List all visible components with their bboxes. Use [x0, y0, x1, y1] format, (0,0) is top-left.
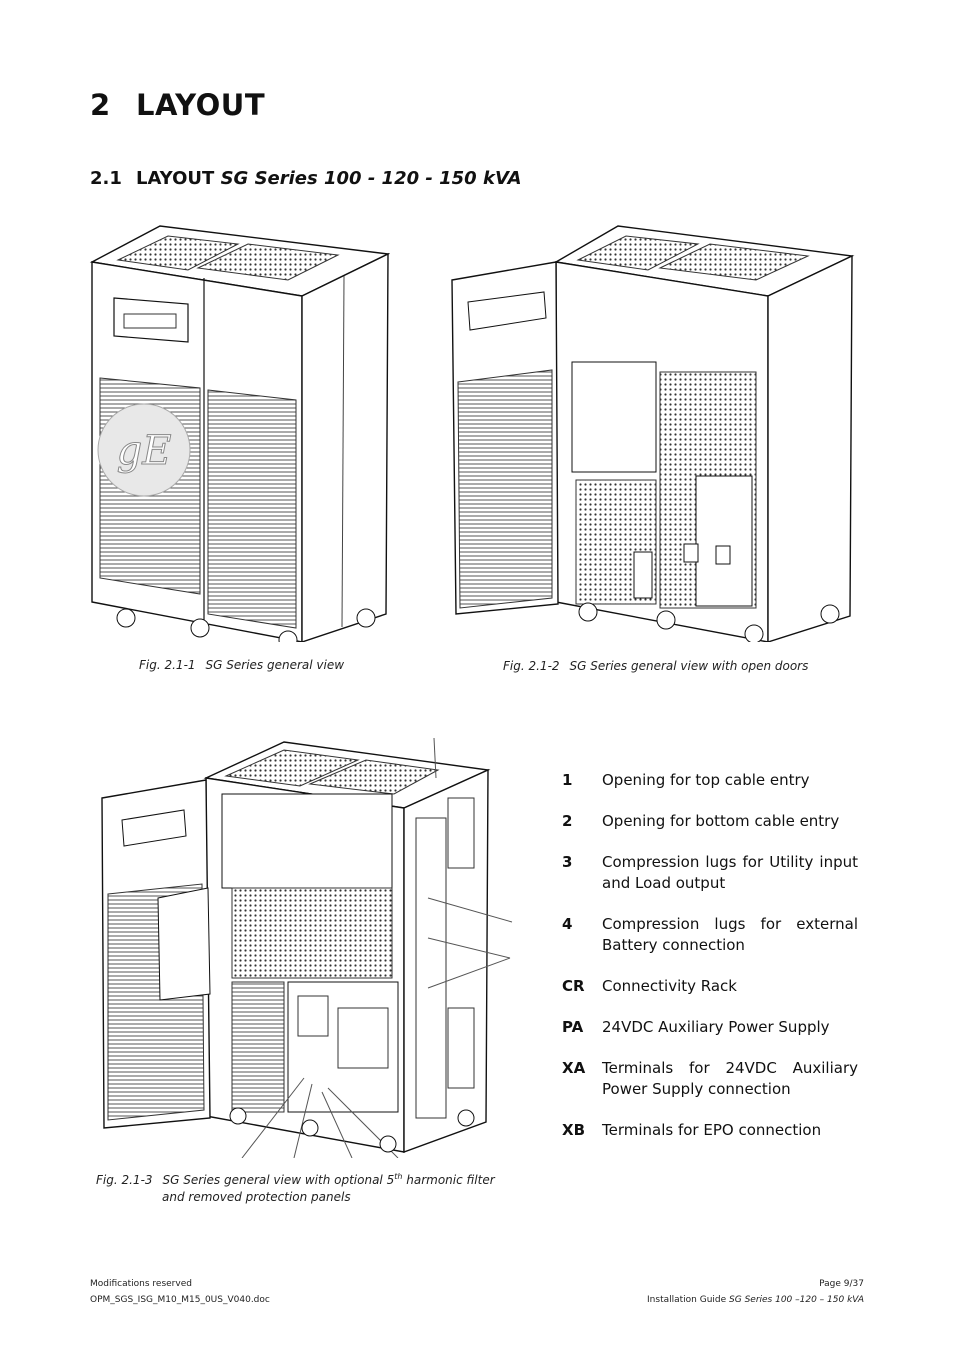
subsection-title: LAYOUT — [136, 168, 215, 189]
figure-caption-text: SG Series general view — [205, 658, 345, 672]
figure-caption-3: Fig. 2.1-3 SG Series general view with op… — [96, 1168, 495, 1206]
legend-text: Compression lugs for Utility input and L… — [602, 853, 858, 892]
legend-text: Compression lugs for external Battery co… — [602, 915, 858, 954]
figure-label: Fig. 2.1-1 — [139, 658, 196, 672]
legend-text: Terminals for EPO connection — [602, 1121, 822, 1139]
footer-left: Modifications reserved OPM_SGS_ISG_M10_M… — [90, 1276, 270, 1308]
legend-key: 3 — [562, 853, 573, 871]
footer-modifications: Modifications reserved — [90, 1279, 192, 1289]
figure-caption-sup: th — [394, 1172, 403, 1181]
legend-key: 2 — [562, 812, 573, 830]
footer-guide-title: Installation Guide SG Series 100 –120 – … — [647, 1292, 864, 1308]
legend-key: XA — [562, 1059, 586, 1077]
figure-caption-1: Fig. 2.1-1 SG Series general view — [139, 658, 344, 672]
cabinet-open-drawing — [451, 225, 855, 642]
legend-key: 1 — [562, 771, 573, 789]
legend-text: Opening for top cable entry — [602, 771, 810, 789]
footer-right: Page 9/37 Installation Guide SG Series 1… — [647, 1276, 864, 1308]
legend-key: 4 — [562, 915, 573, 933]
section-number: 2 — [90, 88, 111, 122]
legend-item: 3 Compression lugs for Utility input and … — [562, 852, 858, 894]
legend-item: XA Terminals for 24VDC Auxiliary Power Su… — [562, 1058, 858, 1100]
legend-key: PA — [562, 1018, 584, 1036]
footer-guide-italic: SG Series 100 –120 – 150 kVA — [729, 1295, 864, 1305]
section-heading: 2 LAYOUT — [90, 88, 265, 122]
section-title: LAYOUT — [136, 88, 266, 122]
figure-internal-view — [98, 738, 516, 1158]
figure-label: Fig. 2.1-3 — [96, 1173, 153, 1187]
cabinet-internal-drawing — [101, 738, 513, 1158]
legend-item: 2 Opening for bottom cable entry — [562, 811, 858, 832]
figure-caption-2: Fig. 2.1-2 SG Series general view with op… — [503, 659, 808, 673]
cabinet-closed-drawing: gE — [89, 225, 390, 642]
figure-closed-cabinet: gE — [88, 222, 390, 642]
figure-caption-line2: and removed protection panels — [162, 1190, 351, 1204]
figure-caption-text: SG Series general view with open doors — [569, 659, 809, 673]
subsection-heading: 2.1 LAYOUT SG Series 100 - 120 - 150 kVA — [90, 168, 522, 189]
figure-label: Fig. 2.1-2 — [503, 659, 560, 673]
legend-key: XB — [562, 1121, 585, 1139]
subsection-title-italic: SG Series 100 - 120 - 150 kVA — [220, 168, 522, 189]
legend-item: 4 Compression lugs for external Battery c… — [562, 914, 858, 956]
legend-key: CR — [562, 977, 585, 995]
legend-text: Connectivity Rack — [602, 977, 737, 995]
footer-guide-plain: Installation Guide — [647, 1295, 730, 1305]
component-legend: 1 Opening for top cable entry 2 Opening fo… — [562, 770, 858, 1161]
subsection-number: 2.1 — [90, 168, 122, 189]
legend-text: 24VDC Auxiliary Power Supply — [602, 1018, 830, 1036]
legend-text: Terminals for 24VDC Auxiliary Power Supp… — [602, 1059, 858, 1098]
figure-caption-text-post: harmonic filter — [402, 1173, 495, 1187]
figure-open-doors — [448, 222, 856, 642]
legend-item: PA 24VDC Auxiliary Power Supply — [562, 1017, 858, 1038]
footer-page-number: Page 9/37 — [819, 1279, 864, 1289]
footer-doc-name: OPM_SGS_ISG_M10_M15_0US_V040.doc — [90, 1295, 270, 1305]
legend-item: CR Connectivity Rack — [562, 976, 858, 997]
legend-item: XB Terminals for EPO connection — [562, 1120, 858, 1141]
figure-caption-text: SG Series general view with optional 5 — [162, 1173, 395, 1187]
legend-text: Opening for bottom cable entry — [602, 812, 840, 830]
legend-item: 1 Opening for top cable entry — [562, 770, 858, 791]
svg-text:gE: gE — [117, 428, 172, 474]
